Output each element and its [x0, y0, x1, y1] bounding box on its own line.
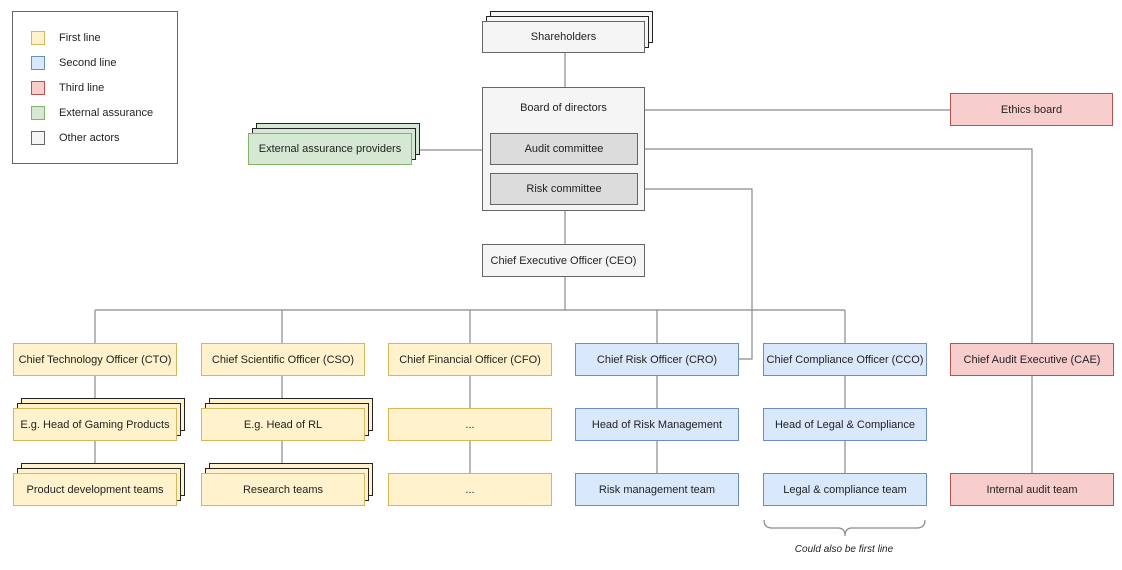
head-of-risk-management-node: Head of Risk Management — [575, 408, 739, 441]
legend-swatch — [31, 31, 45, 45]
cfo-sub-node-2: ... — [388, 473, 552, 506]
legend-item-other-actors: Other actors — [31, 130, 120, 146]
product-development-teams-label: Product development teams — [26, 483, 164, 496]
head-of-legal-compliance-label: Head of Legal & Compliance — [774, 418, 916, 431]
legend-swatch — [31, 106, 45, 120]
risk-management-team-label: Risk management team — [598, 483, 716, 496]
internal-audit-team-label: Internal audit team — [986, 483, 1078, 496]
cto-label: Chief Technology Officer (CTO) — [18, 353, 172, 366]
legal-compliance-team-label: Legal & compliance team — [783, 483, 907, 496]
legend-label: Third line — [59, 82, 105, 94]
legend-item-second-line: Second line — [31, 55, 117, 71]
legend-label: First line — [59, 32, 101, 44]
cro-node: Chief Risk Officer (CRO) — [575, 343, 739, 376]
legend-label: Second line — [59, 57, 117, 69]
legend-item-external-assurance: External assurance — [31, 105, 153, 121]
legend-swatch — [31, 131, 45, 145]
cro-label: Chief Risk Officer (CRO) — [596, 353, 718, 366]
head-of-risk-management-label: Head of Risk Management — [591, 418, 723, 431]
risk-committee-label: Risk committee — [526, 183, 602, 195]
cfo-label: Chief Financial Officer (CFO) — [399, 353, 541, 366]
research-teams-node: Research teams — [201, 473, 365, 506]
ceo-label: Chief Executive Officer (CEO) — [490, 254, 637, 267]
cco-label: Chief Compliance Officer (CCO) — [766, 353, 924, 366]
shareholders-node: Shareholders — [482, 21, 645, 53]
cfo-sub-label-2: ... — [465, 483, 475, 496]
external-assurance-providers-node: External assurance providers — [248, 133, 412, 165]
legend: First line Second line Third line Extern… — [12, 11, 178, 164]
legend-label: External assurance — [59, 107, 154, 119]
head-of-rl-label: E.g. Head of RL — [243, 418, 323, 431]
head-of-gaming-products-node: E.g. Head of Gaming Products — [13, 408, 177, 441]
cfo-sub-node-1: ... — [388, 408, 552, 441]
head-of-rl-node: E.g. Head of RL — [201, 408, 365, 441]
head-of-gaming-products-label: E.g. Head of Gaming Products — [20, 418, 170, 431]
legend-swatch — [31, 56, 45, 70]
legal-compliance-team-node: Legal & compliance team — [763, 473, 927, 506]
cae-node: Chief Audit Executive (CAE) — [950, 343, 1114, 376]
external-assurance-label: External assurance providers — [258, 143, 402, 155]
cto-node: Chief Technology Officer (CTO) — [13, 343, 177, 376]
ceo-node: Chief Executive Officer (CEO) — [482, 244, 645, 277]
legend-item-third-line: Third line — [31, 80, 104, 96]
risk-committee-node: Risk committee — [490, 173, 638, 205]
cco-node: Chief Compliance Officer (CCO) — [763, 343, 927, 376]
cso-node: Chief Scientific Officer (CSO) — [201, 343, 365, 376]
ethics-board-label: Ethics board — [1000, 103, 1063, 116]
legend-swatch — [31, 81, 45, 95]
head-of-legal-compliance-node: Head of Legal & Compliance — [763, 408, 927, 441]
first-line-note: Could also be first line — [794, 544, 894, 555]
ethics-board-node: Ethics board — [950, 93, 1113, 126]
cso-label: Chief Scientific Officer (CSO) — [211, 353, 355, 366]
shareholders-label: Shareholders — [530, 31, 597, 43]
board-of-directors-label: Board of directors — [520, 102, 607, 114]
cfo-sub-label-1: ... — [465, 418, 475, 431]
cae-label: Chief Audit Executive (CAE) — [963, 353, 1101, 366]
internal-audit-team-node: Internal audit team — [950, 473, 1114, 506]
product-development-teams-node: Product development teams — [13, 473, 177, 506]
audit-committee-label: Audit committee — [524, 143, 604, 155]
legend-label: Other actors — [59, 132, 120, 144]
risk-management-team-node: Risk management team — [575, 473, 739, 506]
legend-item-first-line: First line — [31, 30, 101, 46]
research-teams-label: Research teams — [242, 483, 324, 496]
audit-committee-node: Audit committee — [490, 133, 638, 165]
cfo-node: Chief Financial Officer (CFO) — [388, 343, 552, 376]
